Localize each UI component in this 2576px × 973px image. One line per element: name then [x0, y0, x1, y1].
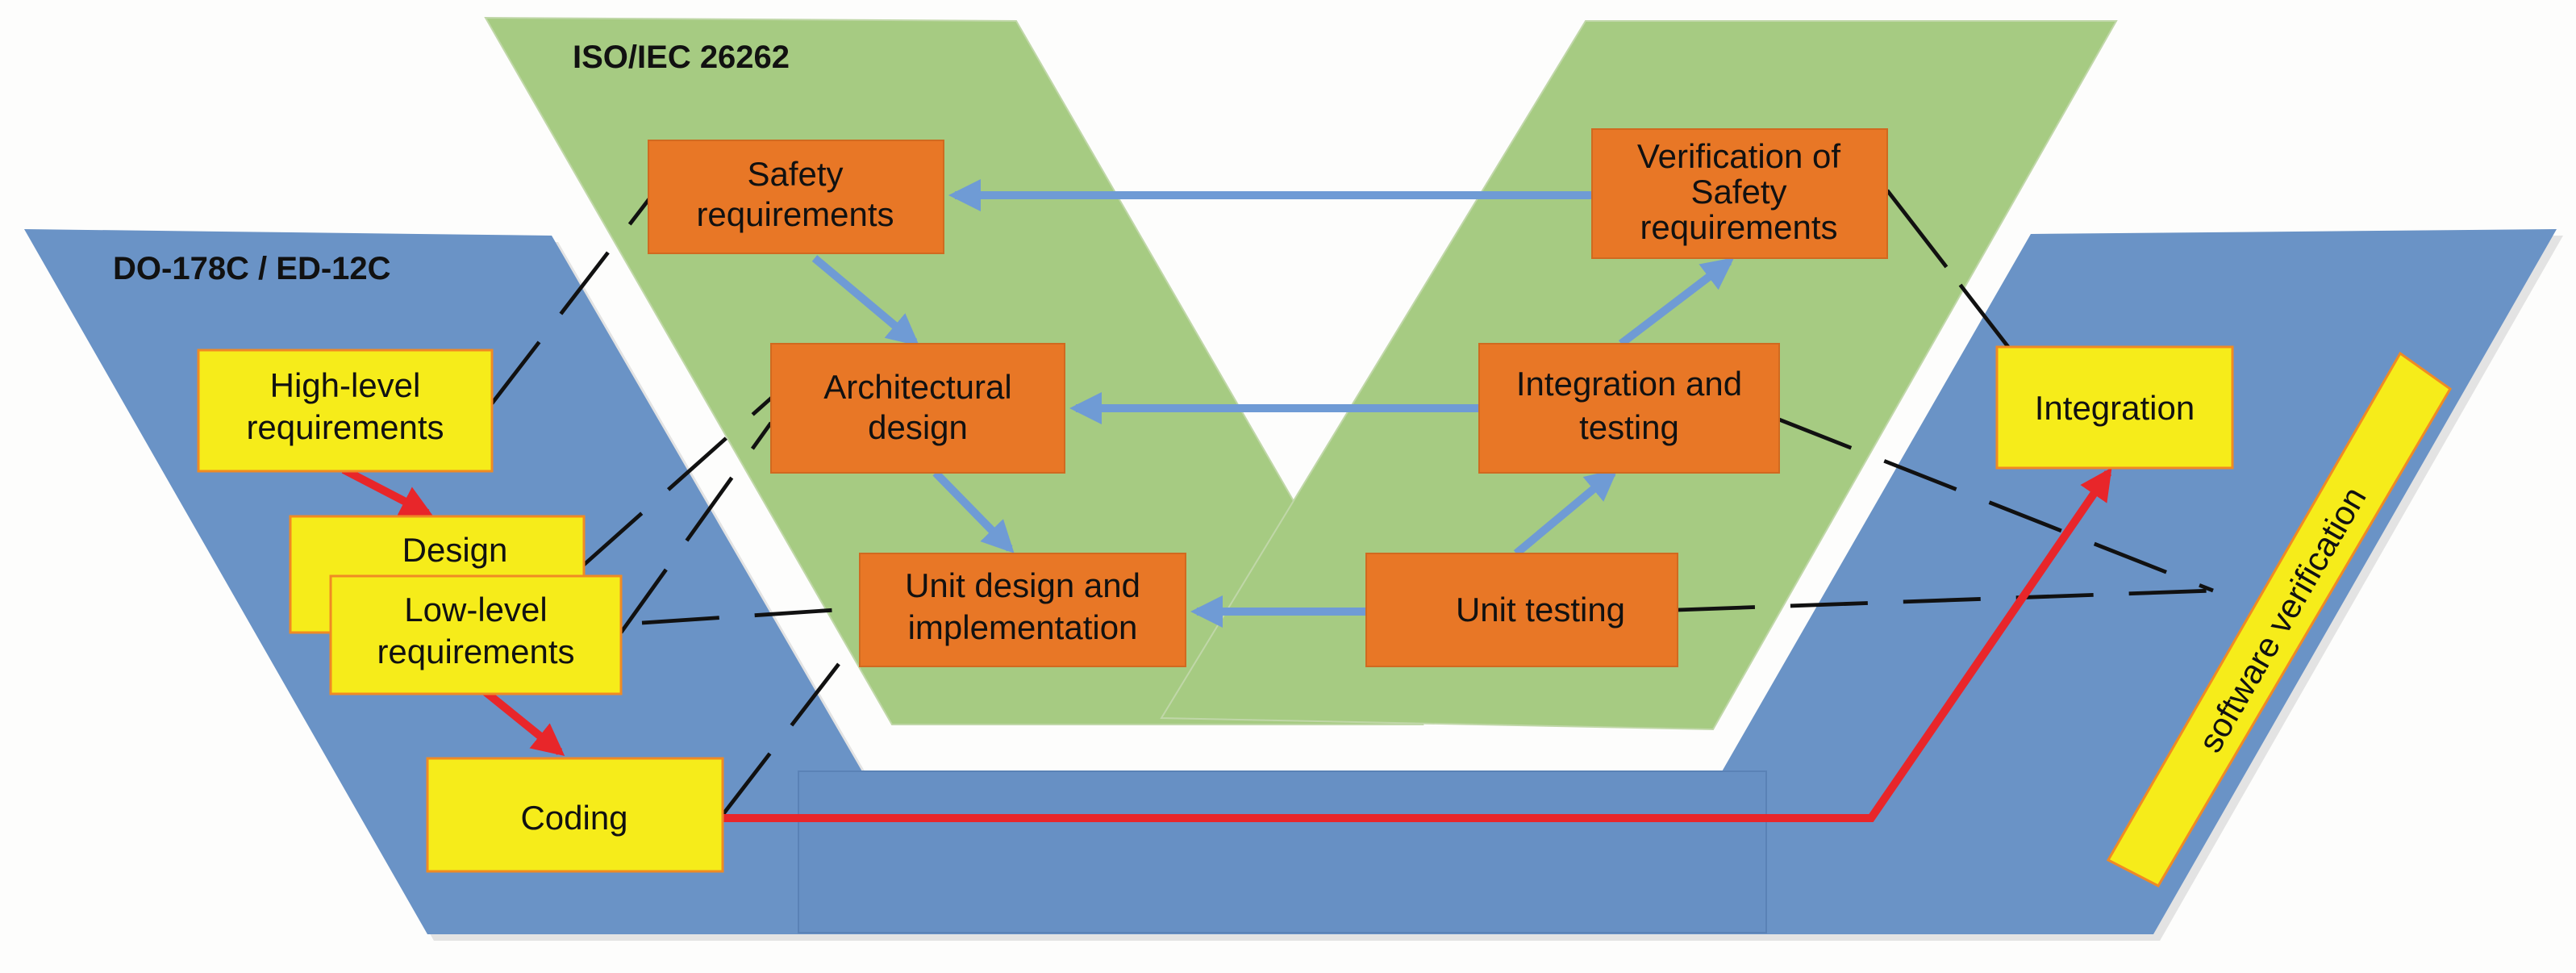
coding-box: Coding — [426, 757, 724, 873]
arrow-safety-to-architectural — [811, 255, 920, 347]
box-label: Design — [402, 531, 508, 569]
trace-line — [582, 394, 776, 566]
box-label: design — [868, 408, 968, 446]
low-level-requirements-box: Low-level requirements — [329, 574, 623, 695]
trace-line — [1677, 588, 2214, 612]
box-label: requirements — [1640, 208, 1837, 246]
arrow-unittest-to-integration — [1513, 468, 1619, 557]
trace-line — [641, 606, 861, 625]
trace-line — [619, 421, 773, 634]
arrow-lowlevel-to-coding — [481, 687, 565, 757]
arrow-integration-to-verification — [1618, 257, 1735, 347]
box-label: Safety — [747, 155, 843, 193]
box-label: testing — [1579, 408, 1679, 446]
box-label: requirements — [377, 633, 574, 670]
verification-safety-requirements-box: Verification of Safety requirements — [1591, 128, 1888, 259]
arrow-coding-to-integration — [723, 467, 2112, 822]
box-label: Unit design and — [905, 566, 1140, 604]
trace-line — [1778, 417, 2214, 593]
safety-requirements-box: Safety requirements — [648, 140, 944, 254]
do178-panel-title: DO-178C / ED-12C — [113, 251, 391, 286]
trace-line — [490, 192, 655, 405]
box-label: Verification of — [1637, 137, 1840, 175]
iso-panel-title: ISO/IEC 26262 — [573, 40, 790, 75]
integration-testing-box: Integration and testing — [1478, 343, 1780, 474]
box-label: Coding — [520, 799, 627, 837]
trace-line — [1886, 189, 2010, 349]
arrow-highlevel-to-design — [341, 466, 434, 517]
box-label: requirements — [246, 408, 444, 446]
bottom-connector-panel — [798, 770, 1767, 933]
architectural-design-box: Architectural design — [770, 343, 1065, 474]
high-level-requirements-box: High-level requirements — [197, 349, 494, 473]
box-label: Unit testing — [1456, 591, 1625, 628]
box-label: Safety — [1690, 173, 1786, 211]
box-label: Architectural — [823, 368, 1011, 406]
unit-design-implementation-box: Unit design and implementation — [859, 553, 1186, 667]
box-label: implementation — [908, 608, 1138, 646]
box-label: requirements — [696, 195, 894, 233]
do178-arrows — [341, 466, 2112, 822]
trace-lines — [490, 189, 2214, 816]
box-label: High-level — [270, 366, 421, 404]
trace-line — [721, 631, 865, 816]
iso-arrows — [811, 179, 1735, 628]
box-label: Low-level — [404, 591, 547, 628]
box-label: Integration — [2035, 389, 2195, 427]
arrow-architectural-to-unitdesign — [932, 470, 1015, 553]
unit-testing-box: Unit testing — [1365, 553, 1678, 667]
integration-box: Integration — [1995, 345, 2234, 470]
box-label: Integration and — [1516, 365, 1742, 403]
